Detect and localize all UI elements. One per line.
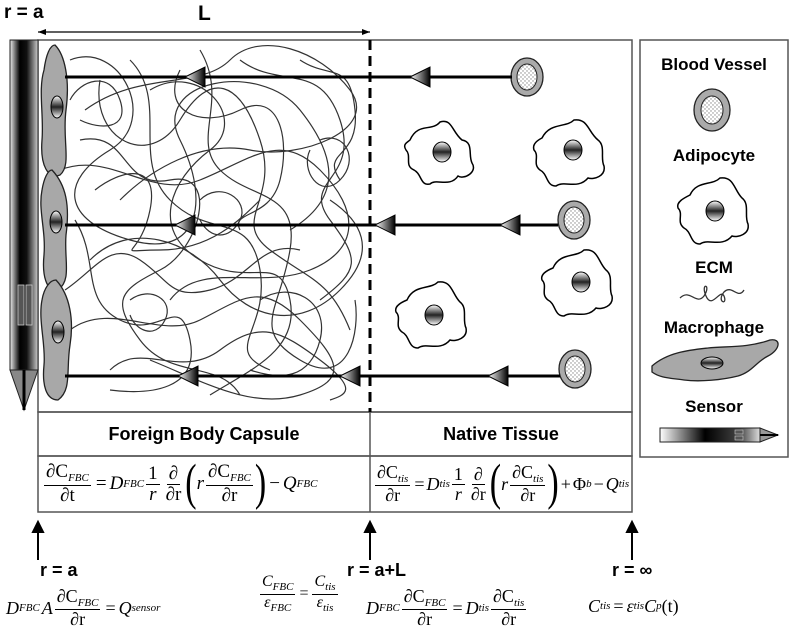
diffusion-arrows [65,66,560,387]
adipocyte-icon [676,177,749,245]
macrophage-icon [651,339,779,382]
ecm-icon [679,285,745,303]
legend-label-adipocyte: Adipocyte [672,146,756,165]
equation-row [37,455,633,513]
capsule-length-label: L [198,2,211,25]
adipocyte-nuclei [424,139,591,326]
region-label-tissue: Native Tissue [443,424,559,444]
blood-vessels [510,57,592,389]
sensor-probe [9,39,39,412]
blood-vessel-icon [693,88,731,132]
boundary-label-a-plus-l: r = a+L [347,560,407,580]
boundary-label-infinity: r = ∞ [612,560,653,580]
boundary-arrows [31,519,639,560]
legend-label-blood-vessel: Blood Vessel [661,55,767,74]
macrophage-nuclei [49,95,65,344]
sensor-radius-label: r = a [4,2,44,23]
legend-label-sensor: Sensor [685,397,743,416]
legend-frame [639,39,789,458]
boundary-label-a: r = a [40,560,78,580]
region-label-fbc: Foreign Body Capsule [108,424,300,444]
ecm-fibers [59,45,363,401]
legend-label-macrophage: Macrophage [663,318,765,337]
sensor-icon [659,427,780,443]
legend-label-ecm: ECM [695,258,733,277]
